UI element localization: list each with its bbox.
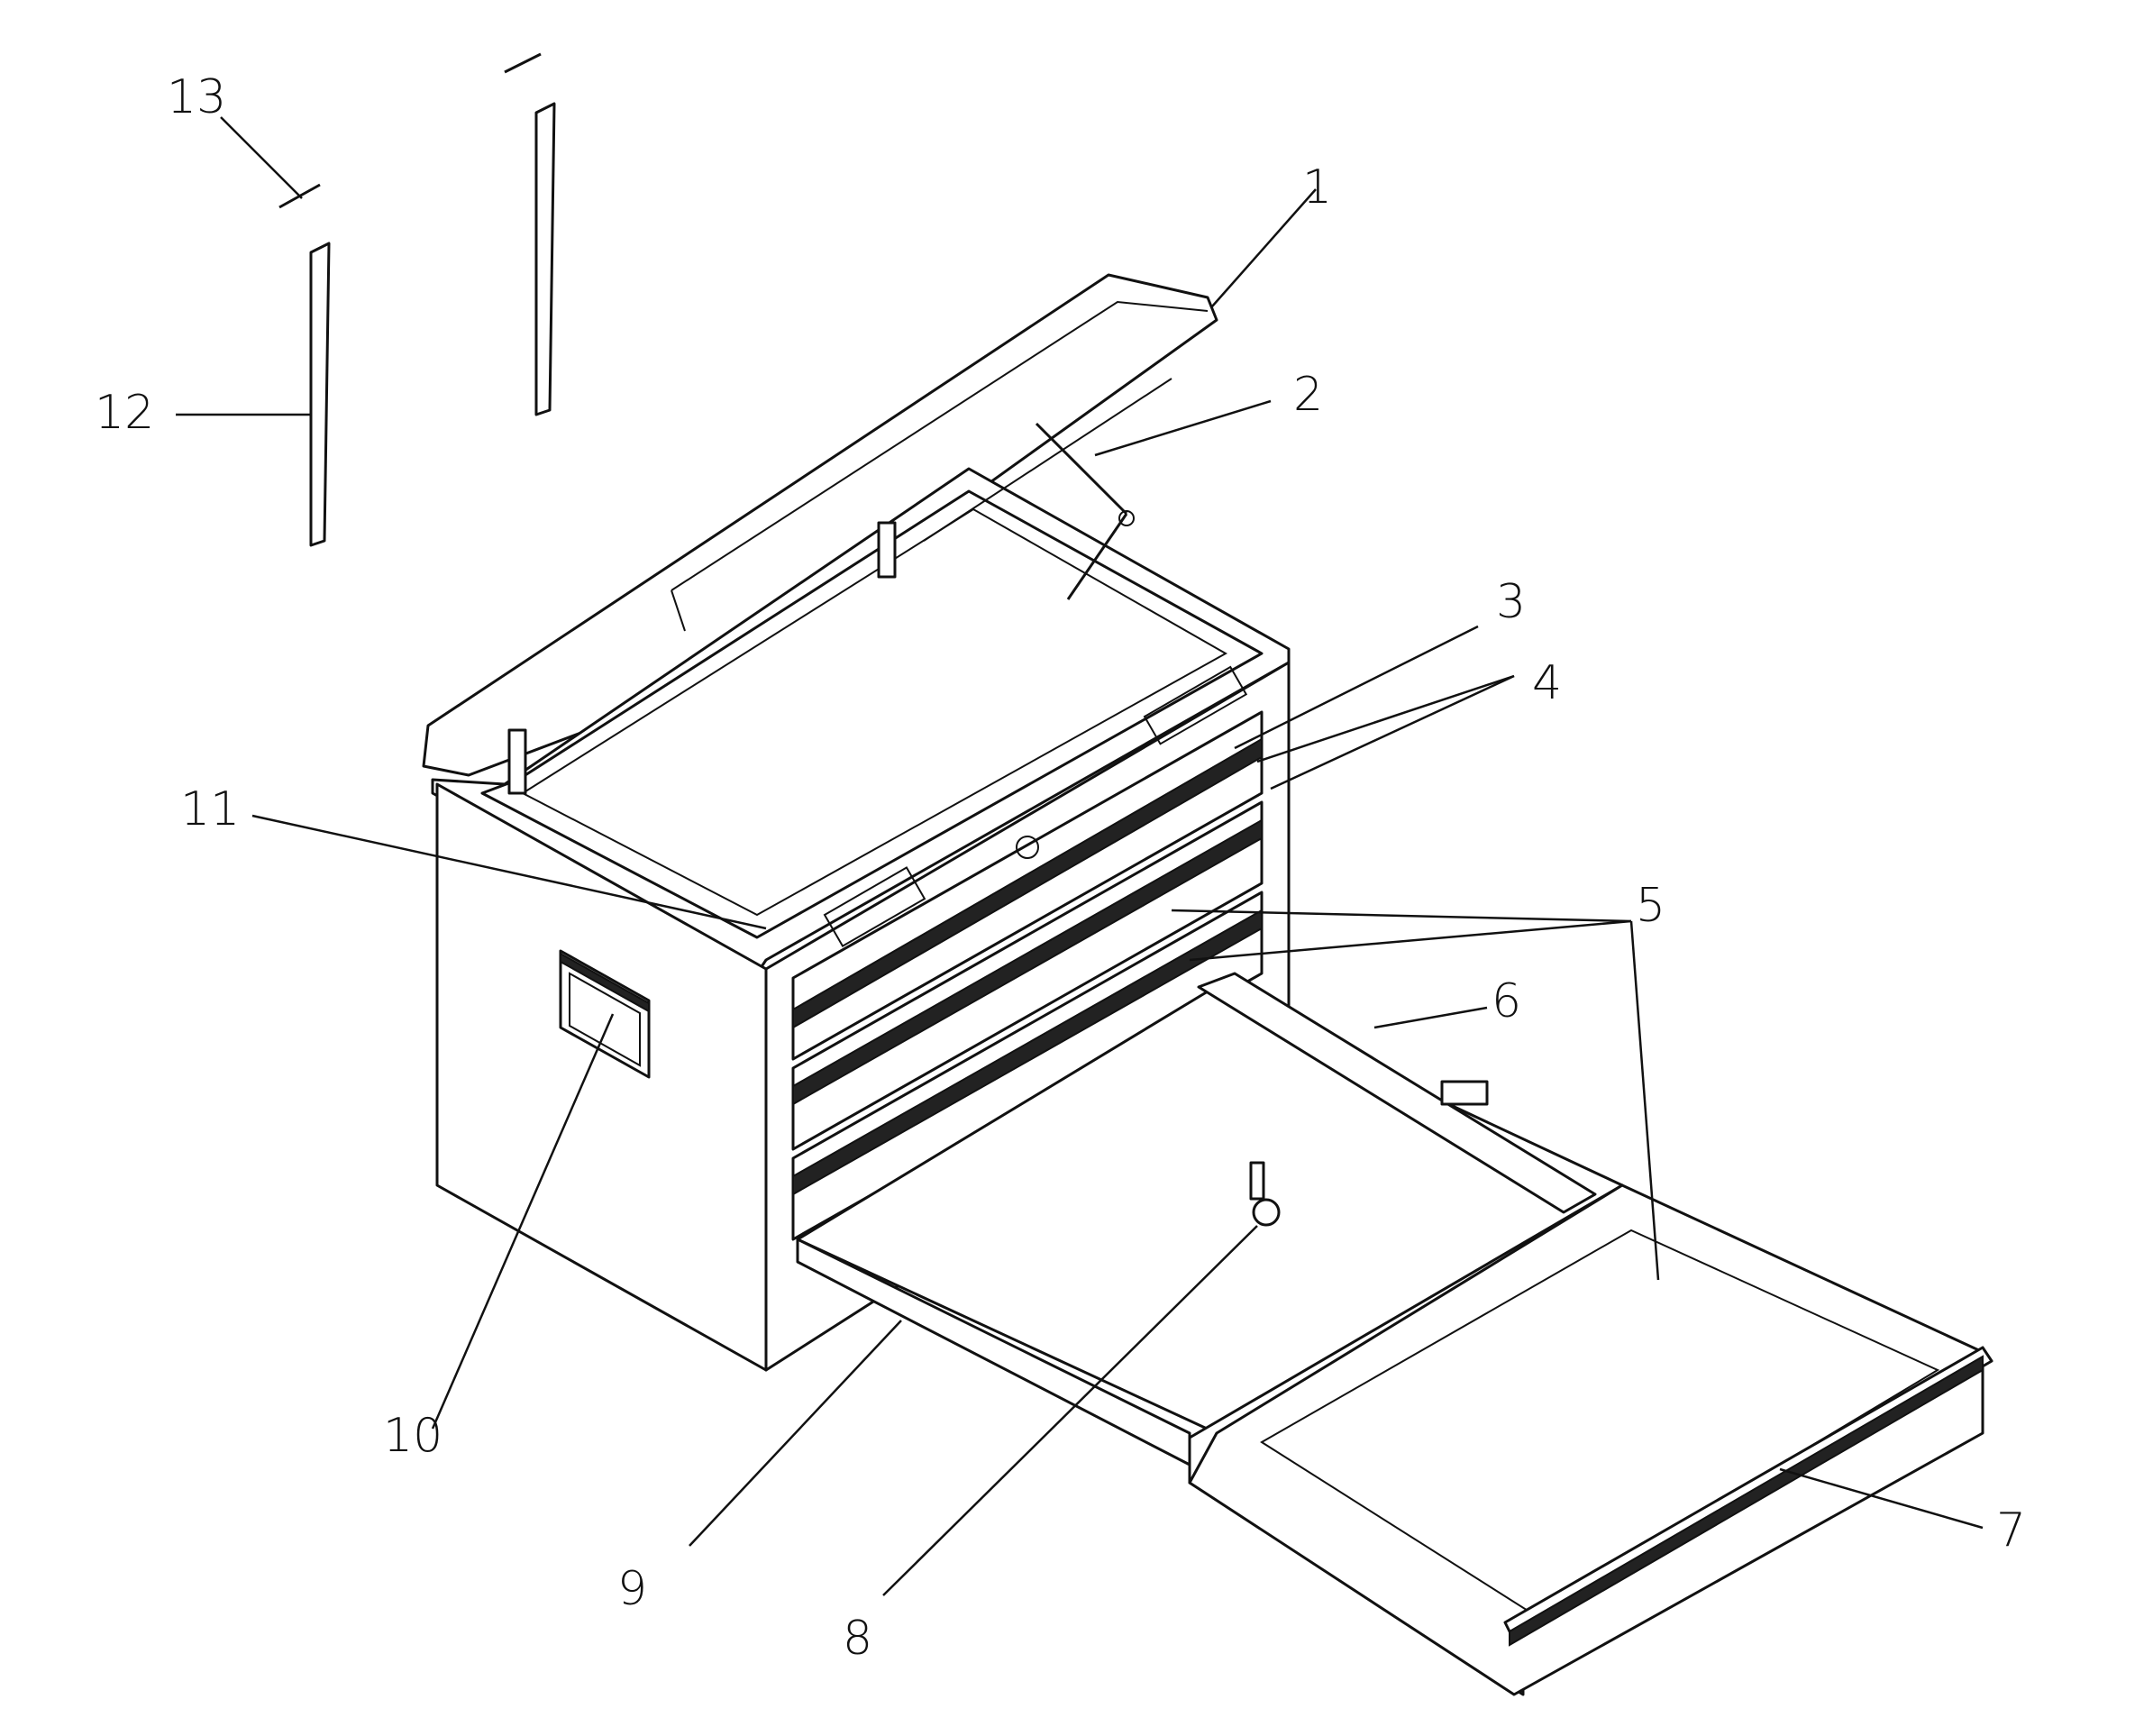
callout-10: 10 [383, 1409, 442, 1463]
callout-leaders [176, 116, 1984, 1596]
callout-9: 9 [617, 1562, 647, 1616]
lid-hinge-tabs [507, 521, 897, 795]
drawer-fronts [791, 665, 1264, 1241]
callout-6: 6 [1492, 974, 1521, 1028]
callout-12: 12 [95, 386, 154, 440]
callout-7: 7 [1996, 1503, 2026, 1558]
hinge-strips [309, 102, 556, 547]
callout-5: 5 [1636, 879, 1665, 933]
callout-labels: 1 2 3 4 5 6 7 8 9 10 11 12 13 [95, 70, 2026, 1666]
callout-13: 13 [167, 70, 226, 124]
drawer-pull-bar [1503, 1346, 1993, 1647]
callout-2: 2 [1293, 368, 1323, 422]
hinge-pins [278, 52, 542, 209]
callout-11: 11 [180, 782, 240, 836]
lid-stay [1035, 422, 1135, 600]
drawer-slide [796, 972, 1597, 1466]
drawer-lock [1249, 1161, 1281, 1227]
callout-1: 1 [1302, 160, 1332, 215]
side-handle [559, 949, 651, 1079]
callout-8: 8 [843, 1612, 872, 1666]
callout-4: 4 [1532, 656, 1562, 710]
callout-3: 3 [1496, 575, 1526, 629]
